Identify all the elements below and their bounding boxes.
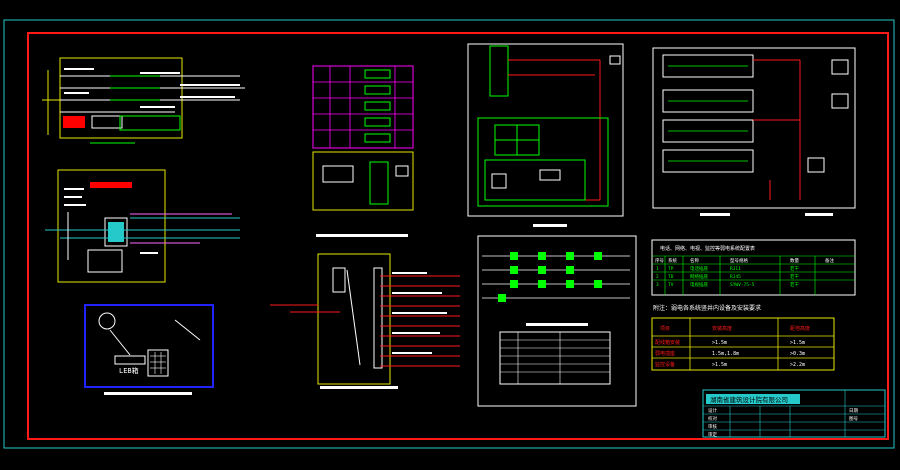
title-cell-design: 设计: [708, 407, 717, 414]
config-header-note: 备注: [825, 257, 834, 264]
config-header-name: 名称: [690, 257, 699, 264]
title-cell-approve: 审定: [708, 431, 717, 438]
config-row3-qty: 若干: [790, 281, 799, 288]
title-cell-check: 校对: [708, 415, 717, 422]
outer-border: [3, 19, 895, 449]
config-row1-spec: RJ11: [730, 266, 741, 272]
panel-requirements-table: 附注：弱电各系统竖井内设备及安装要求 项目 安装高度 距地高度 配线箱安装 弱电…: [651, 304, 835, 371]
requirements-row3-item: 监控设备: [655, 361, 675, 368]
leb-box-label: LEB箱: [119, 366, 139, 375]
config-table-title: 电话、网络、电视、监控等弱电系统配置表: [660, 245, 755, 252]
requirements-header-floor: 距地高度: [790, 325, 810, 332]
panel-weak-current-box: [45, 169, 240, 283]
requirements-row3-height: >1.5m: [712, 362, 727, 368]
panel-config-table: 电话、网络、电视、监控等弱电系统配置表 序号 系统 名称 型号规格 数量 备注 …: [651, 239, 856, 296]
panel-floor-grid: [312, 65, 414, 237]
requirements-row1-height: >1.5m: [712, 340, 727, 346]
requirements-header-item: 项目: [660, 326, 670, 332]
requirements-row3-floor: >2.2m: [790, 362, 805, 368]
requirements-title: 附注：弱电各系统竖井内设备及安装要求: [653, 304, 761, 312]
panel-cabinet-system: [652, 47, 856, 216]
panel-network-system: [467, 43, 624, 227]
config-header-system: 系统: [668, 257, 677, 264]
config-row2-system: TD: [668, 274, 674, 280]
title-cell-review: 审核: [708, 423, 717, 430]
config-row1-system: TP: [668, 266, 674, 272]
requirements-row2-floor: >0.3m: [790, 351, 805, 357]
panel-monitoring-system: [477, 235, 637, 407]
config-row2-no: 2: [656, 274, 659, 280]
config-row3-no: 3: [656, 282, 659, 288]
config-header-qty: 数量: [790, 257, 799, 264]
inner-frame: [27, 32, 889, 440]
title-cell-date: 日期: [849, 408, 858, 414]
config-row1-no: 1: [656, 266, 659, 272]
panel-grounding: LEB箱: [84, 304, 214, 395]
title-cell-drawing-no: 图号: [849, 416, 858, 422]
company-name: 湖南省建筑设计院有限公司: [710, 395, 788, 404]
config-row3-system: TV: [668, 282, 674, 288]
panel-distribution-schematic: [42, 57, 245, 144]
config-row3-name: 电视插座: [690, 281, 708, 288]
config-row3-spec: SYWV-75-5: [730, 282, 755, 288]
config-header-spec: 型号规格: [730, 257, 748, 264]
config-row1-qty: 若干: [790, 265, 799, 272]
requirements-header-height: 安装高度: [712, 325, 732, 332]
requirements-row2-height: 1.5m,1.8m: [712, 351, 739, 357]
config-row2-spec: RJ45: [730, 274, 741, 280]
config-row2-name: 网络插座: [690, 273, 708, 280]
requirements-row1-floor: >1.5m: [790, 340, 805, 346]
config-header-no: 序号: [655, 257, 664, 264]
title-block: 湖南省建筑设计院有限公司 设计 校对 审核 审定 日期 图号: [702, 389, 886, 438]
config-row2-qty: 若干: [790, 273, 799, 280]
panel-riser: [270, 253, 460, 389]
requirements-row1-item: 配线箱安装: [655, 339, 680, 346]
requirements-row2-item: 弱电插座: [655, 350, 675, 357]
config-row1-name: 电话插座: [690, 265, 708, 272]
